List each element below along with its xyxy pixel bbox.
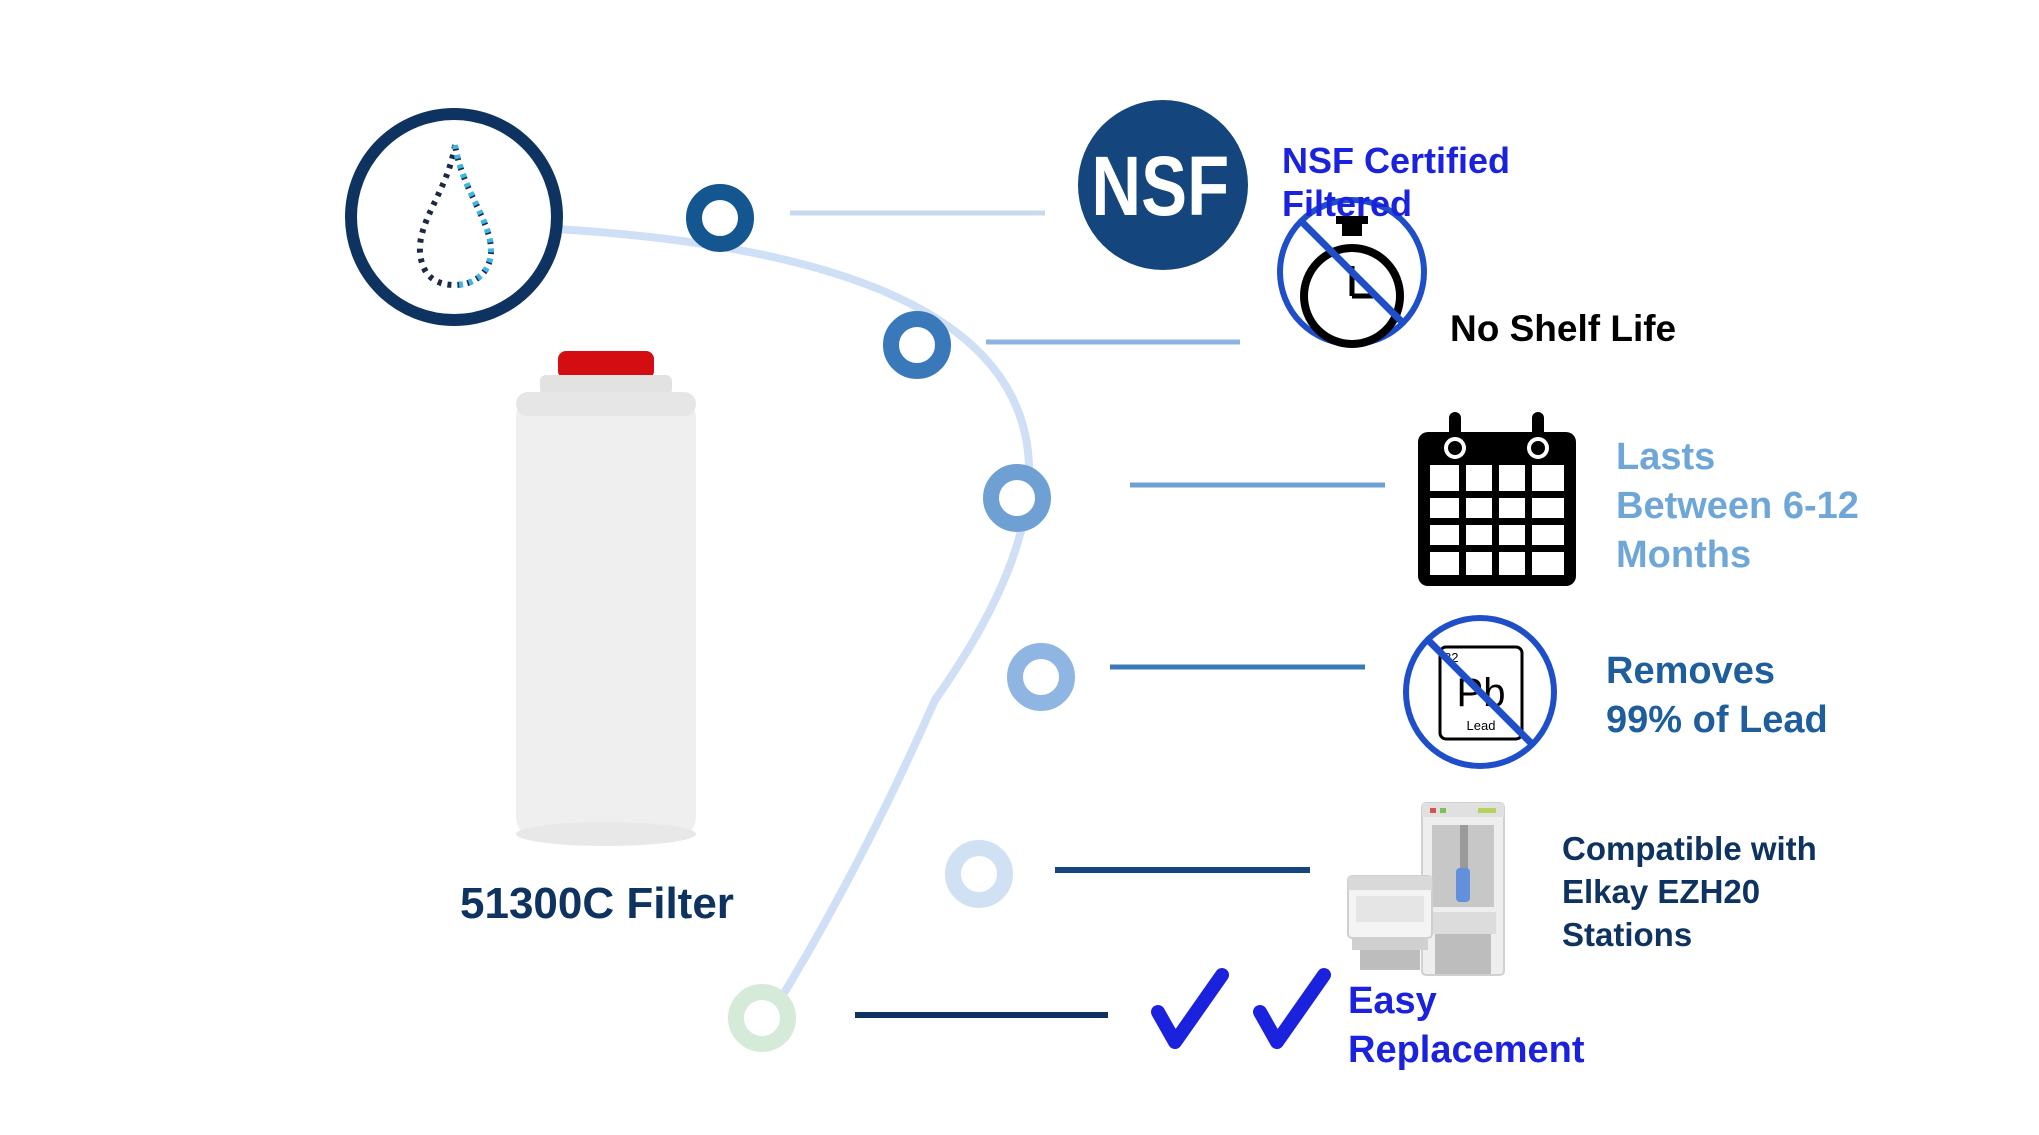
node-ring-6 [728,984,796,1052]
nsf-badge-text: NSF [1091,140,1229,234]
element-name: Lead [1467,718,1496,733]
feature-label-line: Filtered [1282,183,1413,225]
water-drop-logo [345,108,563,326]
feature-label-line: Lasts [1616,436,1716,478]
feature-label-line: Months [1616,534,1752,576]
node-ring-1 [686,184,754,252]
feature-label-lasts: Lasts Between 6-12 Months [1616,433,1859,580]
feature-label-line: Stations [1562,916,1693,953]
feature-label-nsf: NSF Certified Filtered [1282,139,1510,225]
feature-label-easy-replacement: Easy Replacement [1348,977,1585,1075]
checkmark-icon-1 [1151,968,1229,1049]
feature-label-compatible: Compatible with Elkay EZH20 Stations [1562,827,1817,956]
checkmark-icon-2 [1253,968,1331,1049]
feature-label-line: Compatible with [1562,830,1817,867]
connector-arc [552,225,1034,1017]
feature-label-line: Elkay EZH20 [1562,873,1761,910]
feature-label-line: No Shelf Life [1450,308,1677,349]
filter-cartridge-image [516,351,696,846]
feature-label-line: NSF Certified [1282,140,1511,181]
feature-label-line: 99% of Lead [1606,699,1828,741]
product-name: 51300C Filter [460,879,734,928]
node-ring-5 [945,840,1013,908]
node-ring-4 [1007,643,1075,711]
node-ring-3 [983,464,1051,532]
nsf-badge: NSF [1078,100,1248,270]
water-drop-icon [416,144,495,289]
feature-label-line: Removes [1606,650,1775,692]
feature-label-line: Between 6-12 [1616,485,1859,527]
no-lead-icon: 82 Pb Lead [1403,615,1557,769]
feature-label-lead: Removes 99% of Lead [1606,647,1828,745]
feature-label-line: Replacement [1348,1029,1585,1071]
no-shelf-life-icon [1277,197,1427,348]
elkay-station-image [1347,802,1505,976]
checkmark-icons [1151,968,1331,1049]
calendar-icon [1418,412,1576,586]
feature-label-line: Easy [1348,980,1437,1022]
node-ring-2 [883,311,951,379]
feature-label-shelf-life: No Shelf Life [1450,307,1676,351]
